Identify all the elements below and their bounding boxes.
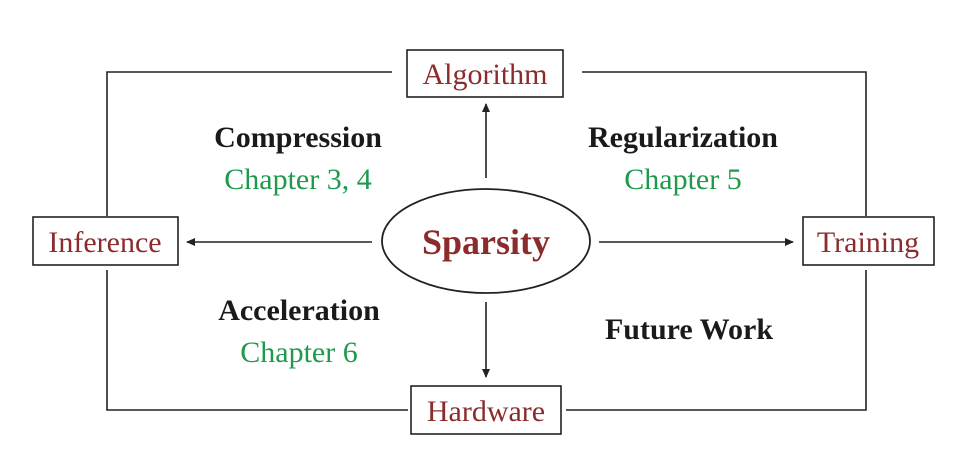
- quadrant-top-left-subtitle: Chapter 3, 4: [224, 163, 371, 196]
- node-training-label: Training: [817, 226, 919, 259]
- node-hardware-label: Hardware: [427, 395, 545, 428]
- node-hardware: Hardware: [410, 385, 562, 435]
- node-algorithm-label: Algorithm: [423, 58, 548, 91]
- center-ellipse: [381, 188, 591, 294]
- node-inference-label: Inference: [48, 226, 161, 259]
- quadrant-top-left: Compression Chapter 3, 4: [214, 121, 382, 196]
- node-hardware-box: [410, 385, 562, 435]
- connector-algorithm-training: [582, 71, 867, 216]
- quadrant-top-right-title: Regularization: [588, 121, 778, 154]
- center-label: Sparsity: [422, 222, 550, 262]
- quadrant-top-right-subtitle: Chapter 5: [624, 163, 741, 196]
- node-inference: Inference: [32, 216, 179, 266]
- node-training-box: [802, 216, 935, 266]
- quadrant-bottom-left-subtitle: Chapter 6: [240, 336, 357, 369]
- center-node: Sparsity: [381, 188, 591, 294]
- connector-algorithm-inference: [106, 71, 392, 216]
- quadrant-bottom-right-title: Future Work: [605, 313, 773, 346]
- quadrant-bottom-left-title: Acceleration: [218, 294, 380, 327]
- node-algorithm-box: [406, 49, 564, 98]
- arrows: [186, 103, 794, 378]
- connector-training-hardware: [566, 270, 867, 411]
- connector-inference-hardware: [106, 270, 408, 411]
- node-training: Training: [802, 216, 935, 266]
- outer-frame: [106, 71, 867, 411]
- quadrant-bottom-left: Acceleration Chapter 6: [218, 294, 380, 369]
- quadrant-bottom-right: Future Work: [605, 313, 773, 346]
- quadrant-top-left-title: Compression: [214, 121, 382, 154]
- quadrant-top-right: Regularization Chapter 5: [588, 121, 778, 196]
- node-algorithm: Algorithm: [406, 49, 564, 98]
- node-inference-box: [32, 216, 179, 266]
